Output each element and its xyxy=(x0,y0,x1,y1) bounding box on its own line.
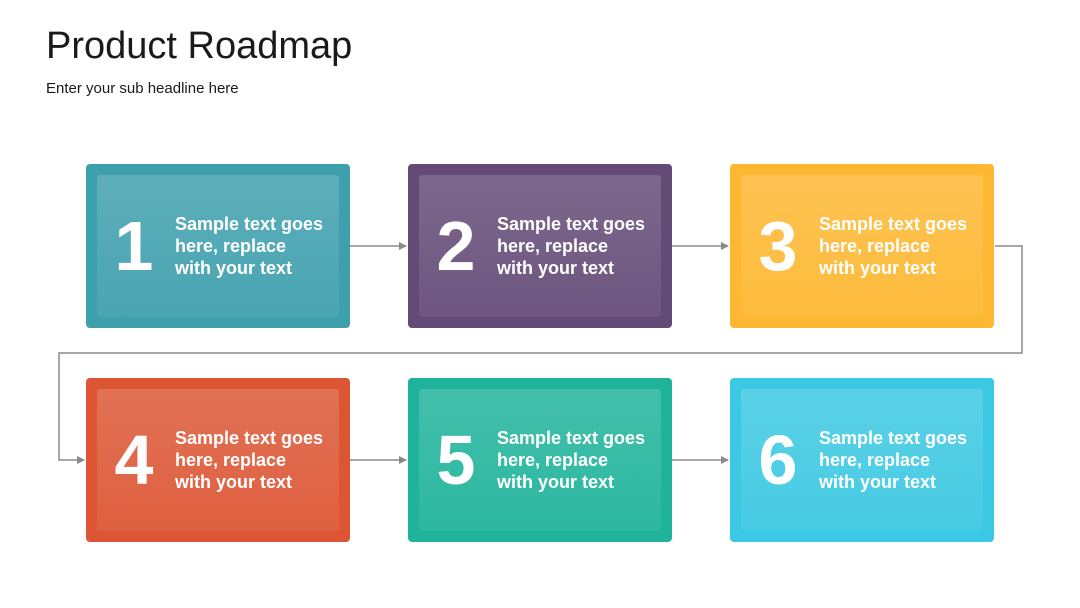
step-description: Sample text goes here, replace with your… xyxy=(819,428,968,492)
step-description: Sample text goes here, replace with your… xyxy=(497,214,646,278)
step-panel: 1 Sample text goes here, replace with yo… xyxy=(97,175,339,317)
step-number: 6 xyxy=(758,421,798,499)
step-description: Sample text goes here, replace with your… xyxy=(497,428,646,492)
step-description: Sample text goes here, replace with your… xyxy=(175,428,324,492)
connector-arrow-3-4 xyxy=(58,245,1023,464)
step-panel: 3 Sample text goes here, replace with yo… xyxy=(741,175,983,317)
roadmap-step-4: 4 Sample text goes here, replace with yo… xyxy=(86,378,350,542)
step-number: 5 xyxy=(436,421,476,499)
step-number: 4 xyxy=(114,421,154,499)
step-panel: 5 Sample text goes here, replace with yo… xyxy=(419,389,661,531)
step-description: Sample text goes here, replace with your… xyxy=(175,214,324,278)
step-number: 3 xyxy=(758,207,798,285)
page-title: Product Roadmap xyxy=(46,25,353,67)
step-panel: 2 Sample text goes here, replace with yo… xyxy=(419,175,661,317)
step-description: Sample text goes here, replace with your… xyxy=(819,214,968,278)
roadmap-step-2: 2 Sample text goes here, replace with yo… xyxy=(408,164,672,328)
roadmap-step-3: 3 Sample text goes here, replace with yo… xyxy=(730,164,994,328)
roadmap-step-6: 6 Sample text goes here, replace with yo… xyxy=(730,378,994,542)
step-number: 2 xyxy=(436,207,476,285)
roadmap-step-1: 1 Sample text goes here, replace with yo… xyxy=(86,164,350,328)
step-panel: 4 Sample text goes here, replace with yo… xyxy=(97,389,339,531)
roadmap-step-5: 5 Sample text goes here, replace with yo… xyxy=(408,378,672,542)
page-subtitle: Enter your sub headline here xyxy=(46,80,239,97)
step-panel: 6 Sample text goes here, replace with yo… xyxy=(741,389,983,531)
step-number: 1 xyxy=(114,207,154,285)
